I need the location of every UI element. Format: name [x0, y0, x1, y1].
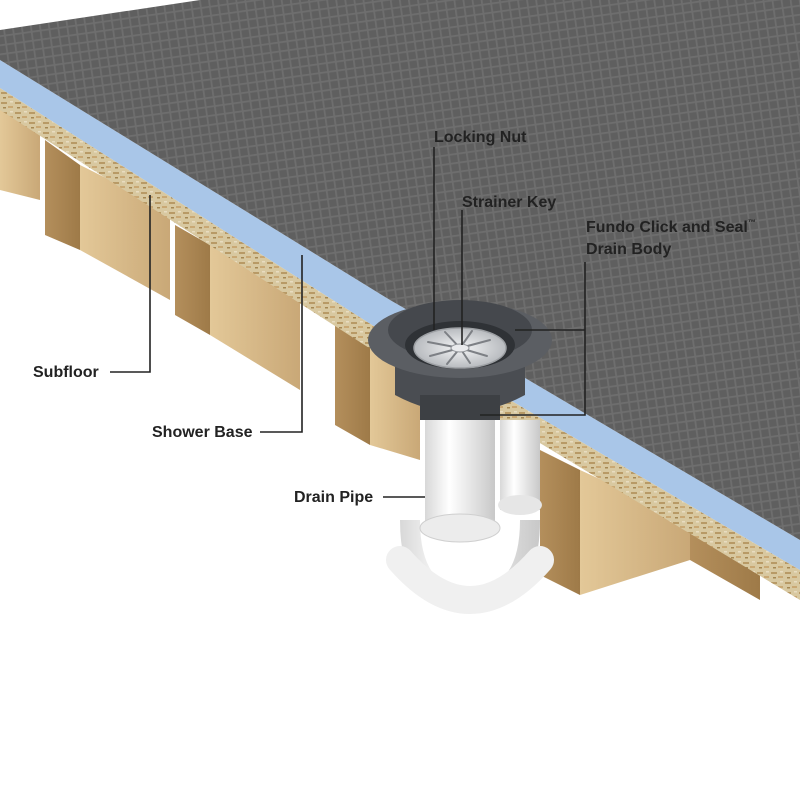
strainer — [414, 328, 506, 368]
drain-body-label-line2: Drain Body — [586, 241, 671, 258]
strainer-key-label: Strainer Key — [462, 194, 556, 211]
shower-base-label: Shower Base — [152, 424, 253, 441]
drain-pipe — [400, 410, 542, 610]
subfloor-label: Subfloor — [33, 364, 99, 381]
locking-nut-label: Locking Nut — [434, 129, 527, 146]
trademark-symbol: ™ — [748, 218, 756, 227]
drain-body-name: Fundo Click and Seal — [586, 219, 748, 236]
drain-pipe-label: Drain Pipe — [294, 489, 373, 506]
drain-body-label-line1: Fundo Click and Seal™ — [586, 218, 756, 236]
